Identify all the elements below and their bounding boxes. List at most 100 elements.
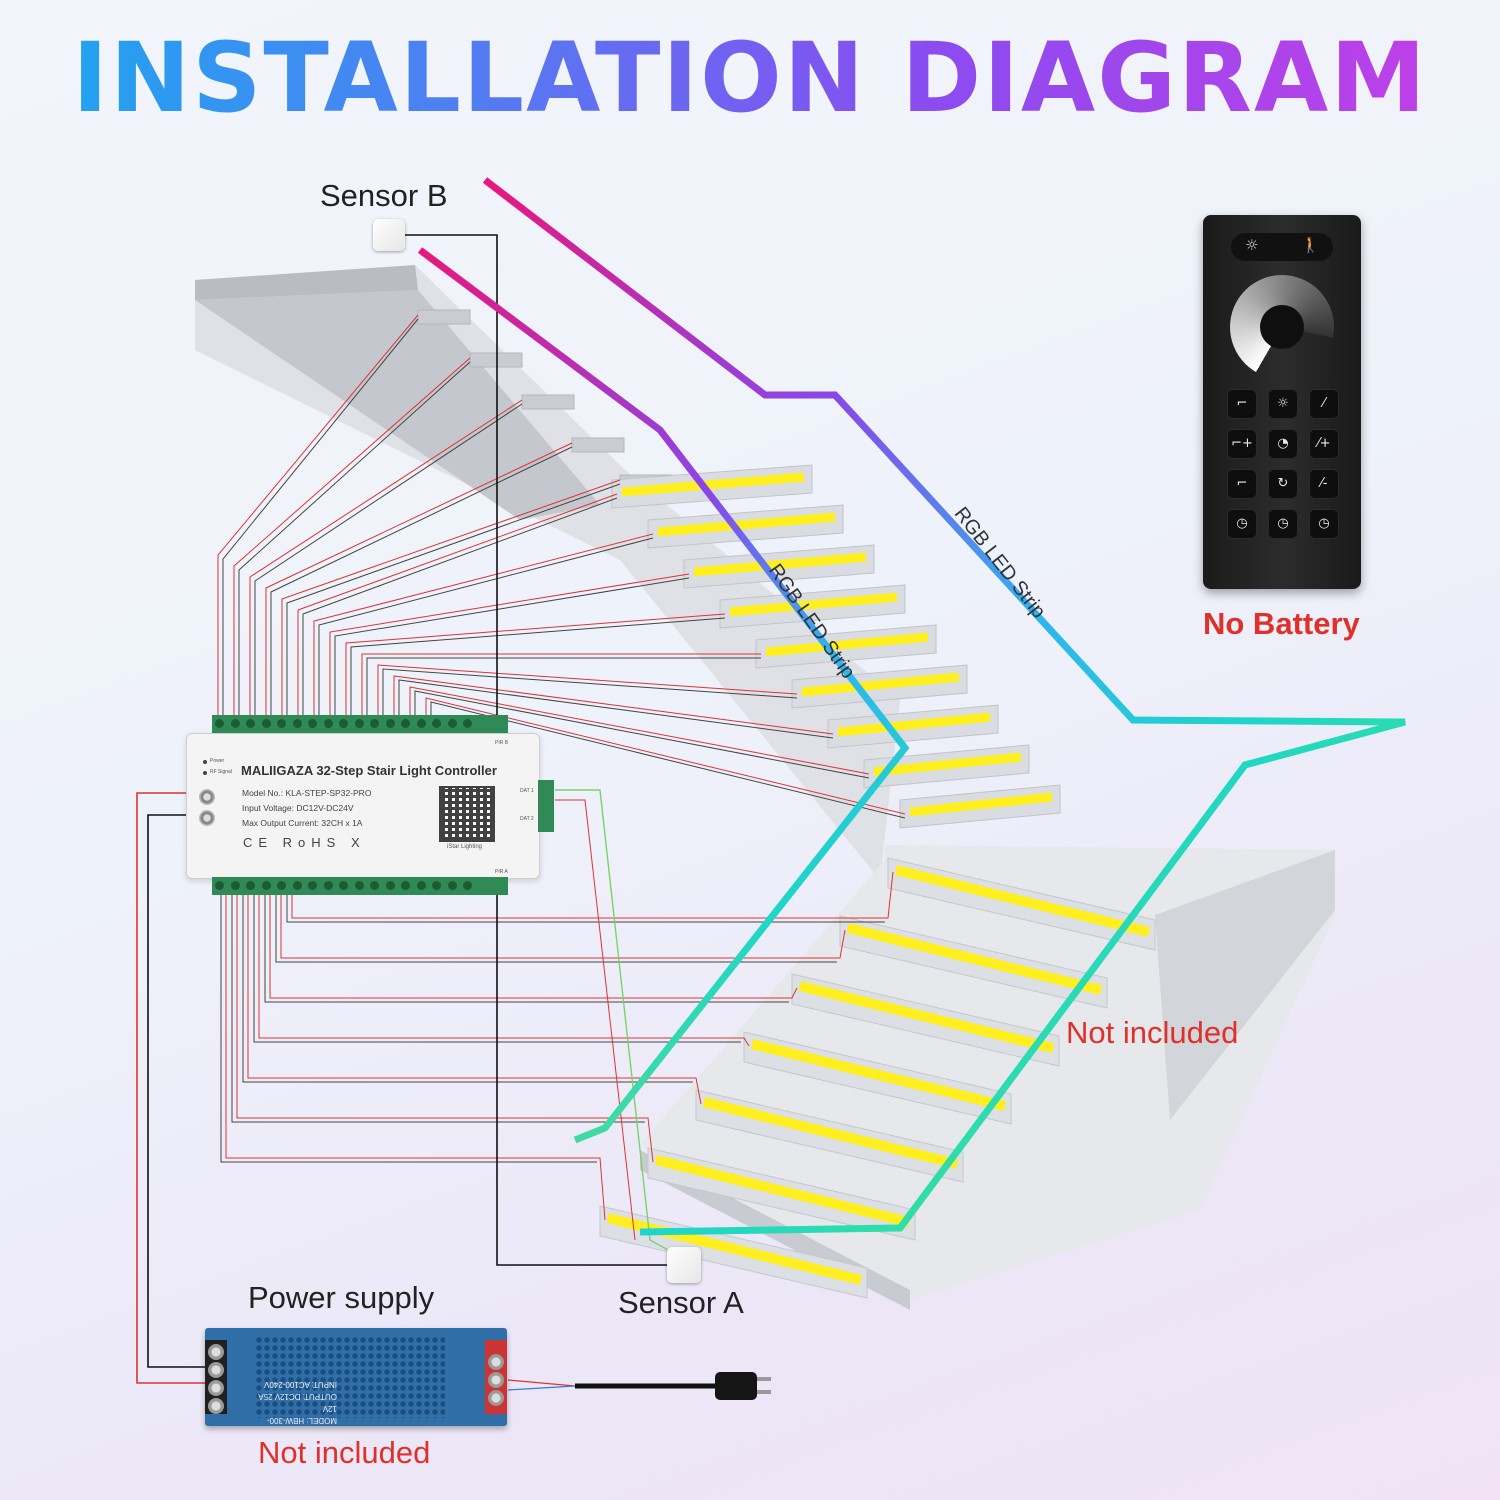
stair-icon[interactable]: ⌐ xyxy=(1227,469,1257,499)
step-wire-red xyxy=(249,399,523,715)
step-led-bar xyxy=(846,923,1103,995)
step-wire-black xyxy=(270,446,573,715)
step-wire-red xyxy=(377,664,798,715)
terminal-screw xyxy=(246,881,255,890)
controller-input-voltage: Input Voltage: DC12V-DC24V xyxy=(242,803,354,813)
motion-icon[interactable]: 🚶 xyxy=(1301,236,1320,254)
step-wire-red xyxy=(225,895,606,1221)
terminal-screw xyxy=(370,881,379,890)
remote-control: ☼ 🚶 ⌐ ☼ ⁄ ⌐+ ◔ ⁄+ ⌐ ↻ ⁄- ◷ ◷ ◷ xyxy=(1203,215,1361,589)
sensor-b xyxy=(373,219,405,251)
power-led xyxy=(203,760,207,764)
terminal-screw xyxy=(292,719,302,728)
power-supply-label: Power supply xyxy=(248,1280,435,1315)
step-wire-red xyxy=(233,357,471,715)
step-wire-black xyxy=(398,679,834,739)
step-wire-black xyxy=(231,895,645,1123)
terminal-screw xyxy=(323,719,333,728)
step-wire-black xyxy=(242,895,693,1083)
upper-step xyxy=(571,437,625,453)
terminal-screw xyxy=(416,881,426,890)
terminal-screw xyxy=(292,881,302,890)
step-wire-black xyxy=(302,497,618,715)
step-wire-red xyxy=(361,653,761,715)
step-led-bar xyxy=(729,592,898,617)
step-led-bar xyxy=(657,512,836,537)
step-wire-black xyxy=(220,895,597,1163)
terminal-screw xyxy=(215,719,224,728)
psu-output-terminal xyxy=(205,1340,227,1414)
dimmer-wheel-center xyxy=(1260,305,1304,349)
timer-10s-icon[interactable]: ◷ xyxy=(1268,509,1298,539)
reset-button[interactable] xyxy=(199,810,215,826)
power-led-label: Power xyxy=(210,758,225,764)
upper-step xyxy=(417,309,471,325)
terminal-block-top xyxy=(212,715,480,733)
terminal-screw xyxy=(354,881,364,890)
step-wire-red xyxy=(236,895,654,1163)
step-wire-red xyxy=(345,613,726,715)
speed-icon[interactable]: ◔ xyxy=(1268,429,1298,459)
pir-a-terminal xyxy=(480,877,508,895)
terminal-screw xyxy=(246,719,255,728)
step-wire-red xyxy=(281,479,621,715)
psu-vent xyxy=(255,1336,445,1418)
cycle-icon[interactable]: ↻ xyxy=(1268,469,1298,499)
step-wire-black xyxy=(382,668,798,715)
pir-b-label: PIR B xyxy=(495,740,509,746)
psu-spec-line2: OUTPUT: DC12V 25A xyxy=(258,1392,337,1401)
step-led-bar xyxy=(654,1155,911,1227)
timer-icon[interactable]: ◷ xyxy=(1227,509,1257,539)
terminal-screw xyxy=(447,881,457,890)
step-wire-red xyxy=(297,493,618,715)
terminal-screw xyxy=(401,719,410,728)
step-wire-black xyxy=(286,483,621,715)
step-wire-black xyxy=(264,895,789,1003)
terminal-screw xyxy=(370,719,379,728)
step-wire-black xyxy=(334,577,690,715)
step-wire-red xyxy=(393,675,834,735)
step-wire-black xyxy=(222,318,419,715)
rf-led-label: RF Signal xyxy=(210,769,232,775)
sun-icon[interactable]: ☼ xyxy=(1268,389,1298,419)
power-plug xyxy=(715,1372,771,1400)
slash-plus-icon[interactable]: ⁄+ xyxy=(1309,429,1339,459)
step-wire-red xyxy=(425,697,906,815)
rgb-strip-inner xyxy=(417,247,910,1144)
dimmer-wheel[interactable] xyxy=(1230,275,1334,379)
sensor-a xyxy=(667,1247,701,1283)
controller-model: Model No.: KLA-STEP-SP32-PRO xyxy=(242,788,372,798)
psu-spec-text: MODEL: HBW-300-12V OUTPUT: DC12V 25A INP… xyxy=(255,1328,337,1430)
psu-not-included-label: Not included xyxy=(258,1435,431,1470)
terminal-screw xyxy=(385,719,395,728)
rgb-strip-outer xyxy=(482,177,1406,1236)
terminal-screw xyxy=(308,881,317,890)
step-wire-red xyxy=(291,871,894,919)
stair-grid-icon[interactable]: ⌐ xyxy=(1227,389,1257,419)
step-wire-black xyxy=(254,403,523,715)
data-terminal xyxy=(538,780,554,832)
pir-b-terminal xyxy=(480,715,508,733)
sun-icon[interactable]: ☼ xyxy=(1245,236,1259,254)
sensor-b-label: Sensor B xyxy=(320,178,448,213)
step-wire-red xyxy=(247,895,702,1105)
step-led-bar xyxy=(798,981,1055,1053)
step-wire-black xyxy=(414,690,870,779)
slash-grid-icon[interactable]: ⁄ xyxy=(1309,389,1339,419)
step-wire-red xyxy=(265,442,573,715)
learn-button[interactable] xyxy=(199,789,215,805)
upper-step xyxy=(521,394,575,410)
step-led-bar xyxy=(693,552,867,577)
terminal-screw xyxy=(432,719,441,728)
step-wire-black xyxy=(275,895,837,963)
power-wires xyxy=(136,792,715,1391)
slash-minus-icon[interactable]: ⁄- xyxy=(1309,469,1339,499)
terminal-screw xyxy=(354,719,364,728)
timer-30s-icon[interactable]: ◷ xyxy=(1309,509,1339,539)
terminal-screw xyxy=(447,719,457,728)
step-wire-black xyxy=(238,361,471,715)
stair-plus-icon[interactable]: ⌐+ xyxy=(1227,429,1257,459)
terminal-block-bottom xyxy=(212,877,480,895)
terminal-screw xyxy=(432,881,441,890)
